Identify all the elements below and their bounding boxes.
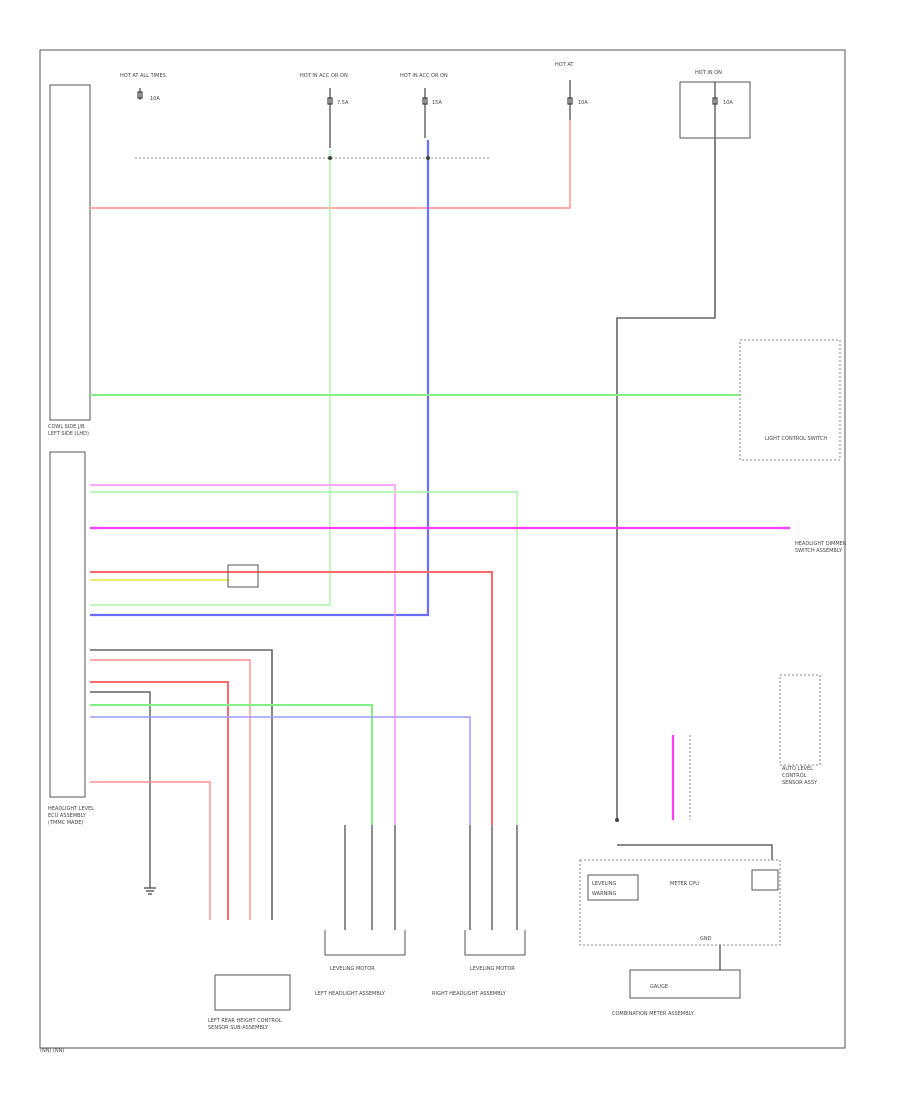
fuse-symbol-icon: 7.5A bbox=[327, 88, 349, 148]
svg-text:COMBINATION METER ASSEMBLY: COMBINATION METER ASSEMBLY bbox=[612, 1011, 695, 1017]
wire-green-3 bbox=[90, 704, 373, 825]
svg-text:LEVELING: LEVELING bbox=[592, 881, 617, 887]
svg-text:LEVELING MOTOR: LEVELING MOTOR bbox=[330, 966, 375, 972]
wire-red-4 bbox=[90, 781, 211, 920]
wire-blue-2 bbox=[90, 716, 471, 825]
combination-meter: LEVELING WARNING METER CPU GND GAUGE COM… bbox=[579, 859, 781, 1017]
svg-text:GND: GND bbox=[700, 936, 712, 942]
wire-magenta-1 bbox=[90, 484, 396, 825]
wire-ecu-b bbox=[90, 120, 571, 209]
cowl-side-jb: COWL SIDE J/B LEFT SIDE (LHD) bbox=[48, 84, 91, 437]
fuse-symbol-icon: 10A bbox=[567, 80, 588, 120]
svg-text:10A: 10A bbox=[150, 96, 160, 102]
wire-ig-feed bbox=[616, 138, 716, 820]
svg-text:AUTO LEVEL: AUTO LEVEL bbox=[782, 766, 813, 772]
svg-text:SENSOR ASSY: SENSOR ASSY bbox=[782, 780, 818, 786]
svg-text:RIGHT HEADLIGHT ASSEMBLY: RIGHT HEADLIGHT ASSEMBLY bbox=[432, 991, 507, 997]
svg-text:HEADLIGHT DIMMER: HEADLIGHT DIMMER bbox=[795, 541, 847, 547]
ground-symbol-icon bbox=[144, 887, 156, 895]
vehicle-height-sensor: AUTO LEVEL CONTROL SENSOR ASSY bbox=[779, 674, 821, 786]
svg-text:LEFT REAR HEIGHT CONTROL: LEFT REAR HEIGHT CONTROL bbox=[208, 1018, 282, 1024]
power-label-1: HOT AT ALL TIMES bbox=[120, 73, 166, 79]
svg-text:LEVELING MOTOR: LEVELING MOTOR bbox=[470, 966, 515, 972]
svg-text:WARNING: WARNING bbox=[592, 891, 617, 897]
svg-text:ECU ASSEMBLY: ECU ASSEMBLY bbox=[48, 813, 87, 819]
svg-text:COWL SIDE J/B: COWL SIDE J/B bbox=[48, 424, 85, 430]
svg-text:10A: 10A bbox=[723, 100, 733, 106]
svg-text:LIGHT CONTROL SWITCH: LIGHT CONTROL SWITCH bbox=[765, 436, 827, 442]
svg-text:LEFT HEADLIGHT ASSEMBLY: LEFT HEADLIGHT ASSEMBLY bbox=[315, 991, 386, 997]
splice-dot-icon bbox=[328, 156, 619, 822]
top-power-section: HOT AT ALL TIMES HOT IN ACC OR ON HOT IN… bbox=[120, 62, 751, 159]
power-label-5: HOT IN ON bbox=[695, 70, 722, 76]
svg-text:SWITCH ASSEMBLY: SWITCH ASSEMBLY bbox=[795, 548, 843, 554]
fuse-symbol-icon: 15A bbox=[422, 88, 442, 138]
wire-gray-1 bbox=[90, 649, 273, 920]
wire-green-top bbox=[90, 150, 331, 606]
light-control-switch: LIGHT CONTROL SWITCH bbox=[739, 339, 841, 461]
wire-red-2 bbox=[90, 659, 251, 920]
wire-ground bbox=[90, 691, 151, 888]
rear-height-sensor: LEFT REAR HEIGHT CONTROL SENSOR SUB-ASSE… bbox=[208, 974, 291, 1031]
power-label-4: HOT AT bbox=[555, 62, 574, 68]
relay-block bbox=[227, 564, 259, 588]
wire-red-right bbox=[90, 571, 493, 825]
wire-meter-bus bbox=[617, 844, 773, 860]
svg-text:10A: 10A bbox=[578, 100, 588, 106]
power-label-2: HOT IN ACC OR ON bbox=[300, 73, 348, 79]
svg-text:(TMMC MADE): (TMMC MADE) bbox=[48, 820, 83, 826]
right-headlight-assembly: LEVELING MOTOR RIGHT HEADLIGHT ASSEMBLY bbox=[432, 825, 526, 997]
svg-text:CONTROL: CONTROL bbox=[782, 773, 807, 779]
fuse-symbol-icon: 10A bbox=[712, 82, 733, 138]
left-headlight-assembly: LEVELING MOTOR LEFT HEADLIGHT ASSEMBLY bbox=[315, 825, 406, 997]
svg-text:SENSOR SUB-ASSEMBLY: SENSOR SUB-ASSEMBLY bbox=[208, 1025, 269, 1031]
page-id: (NN) (NN) bbox=[40, 1048, 64, 1054]
headlight-dimmer-switch: HEADLIGHT DIMMER SWITCH ASSEMBLY bbox=[795, 541, 847, 554]
svg-text:15A: 15A bbox=[432, 100, 442, 106]
headlight-leveling-ecu: HEADLIGHT LEVEL ECU ASSEMBLY (TMMC MADE) bbox=[48, 451, 94, 826]
wire-red-3 bbox=[90, 681, 229, 920]
svg-text:METER CPU: METER CPU bbox=[670, 881, 699, 887]
svg-text:7.5A: 7.5A bbox=[337, 100, 349, 106]
fuse-symbol-icon: 10A bbox=[137, 88, 160, 102]
wire-green-2 bbox=[90, 491, 518, 825]
svg-text:GAUGE: GAUGE bbox=[650, 984, 668, 990]
power-label-3: HOT IN ACC OR ON bbox=[400, 73, 448, 79]
svg-text:LEFT SIDE (LHD): LEFT SIDE (LHD) bbox=[48, 431, 89, 437]
svg-text:HEADLIGHT LEVEL: HEADLIGHT LEVEL bbox=[48, 806, 94, 812]
diagram-frame bbox=[39, 49, 846, 1049]
wire-blue-top bbox=[90, 140, 430, 617]
